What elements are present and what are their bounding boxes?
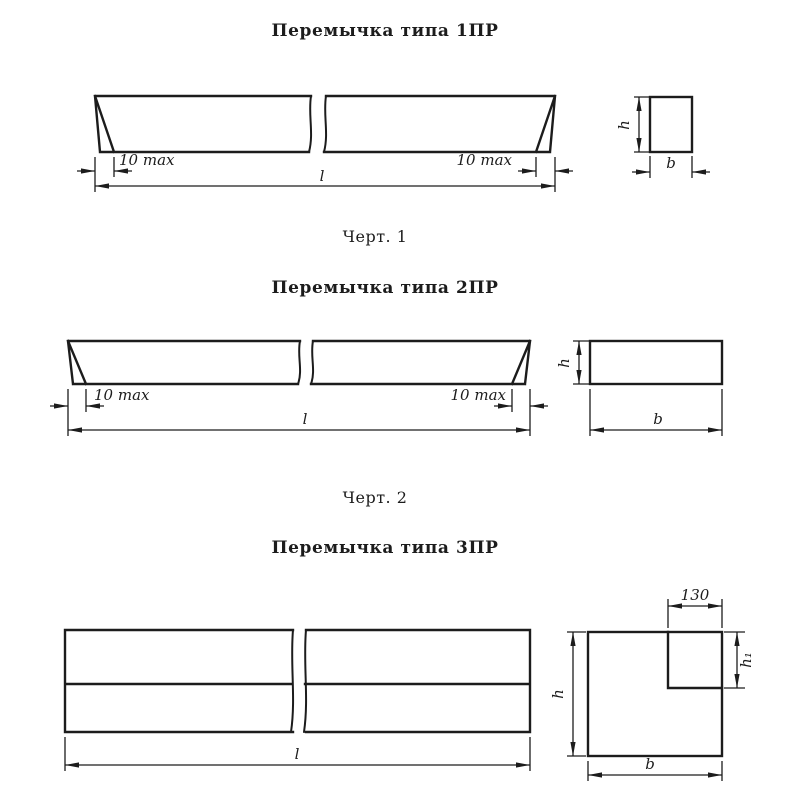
figure-1-caption: Черт. 1 xyxy=(343,227,408,246)
fig3-length-label: l xyxy=(295,745,300,763)
fig1-offset-right-label: 10 max xyxy=(457,151,513,169)
beam-outline xyxy=(93,94,557,154)
section-outline xyxy=(586,630,724,758)
figure-1-side-view xyxy=(93,94,557,154)
figure-2-title: Перемычка типа 2ПР xyxy=(271,278,498,298)
fig2-length-label: l xyxy=(303,410,308,428)
fig3-height-label: h xyxy=(549,689,567,699)
break-lines xyxy=(308,95,328,153)
fig2-height-label: h xyxy=(555,358,573,368)
figure-2-dimensions: 10 max 10 max l h b xyxy=(50,340,723,436)
section-outline xyxy=(588,339,724,386)
figure-3-dimensions: l 130 h₁ h b xyxy=(64,586,755,781)
fig2-width-label: b xyxy=(653,410,663,428)
break-lines xyxy=(290,629,308,733)
fig2-offset-right-label: 10 max xyxy=(451,386,507,404)
fig3-notch-width-label: 130 xyxy=(681,586,710,604)
fig3-notch-height-label: h₁ xyxy=(737,652,755,668)
figure-3: Перемычка типа 3ПР l 130 h₁ h b xyxy=(63,538,755,781)
figure-2-caption: Черт. 2 xyxy=(343,488,408,507)
figure-1-cross-section xyxy=(648,95,694,154)
beam-outline xyxy=(63,628,532,734)
break-lines xyxy=(297,340,315,385)
figure-3-cross-section xyxy=(586,630,724,758)
section-outline xyxy=(648,95,694,154)
extension-lines xyxy=(94,96,693,192)
beam-outline xyxy=(66,339,532,386)
figure-2: Перемычка типа 2ПР 10 max 10 max l h b xyxy=(50,278,724,507)
figure-3-side-view xyxy=(63,628,532,734)
figure-2-cross-section xyxy=(588,339,724,386)
figure-1-title: Перемычка типа 1ПР xyxy=(271,21,498,41)
extension-lines xyxy=(67,340,723,436)
fig2-offset-left-label: 10 max xyxy=(94,386,150,404)
fig1-height-label: h xyxy=(615,120,633,130)
fig3-width-label: b xyxy=(645,755,655,773)
figure-2-side-view xyxy=(66,339,532,386)
extension-lines xyxy=(64,599,745,781)
figure-3-title: Перемычка типа 3ПР xyxy=(271,538,498,558)
figure-1: Перемычка типа 1ПР 10 max 10 max l h xyxy=(77,21,710,246)
fig1-length-label: l xyxy=(320,167,325,185)
fig1-offset-left-label: 10 max xyxy=(119,151,175,169)
fig1-width-label: b xyxy=(666,154,676,172)
section-notch-lines xyxy=(666,630,724,690)
figure-1-dimensions: 10 max 10 max l h b xyxy=(77,96,710,192)
